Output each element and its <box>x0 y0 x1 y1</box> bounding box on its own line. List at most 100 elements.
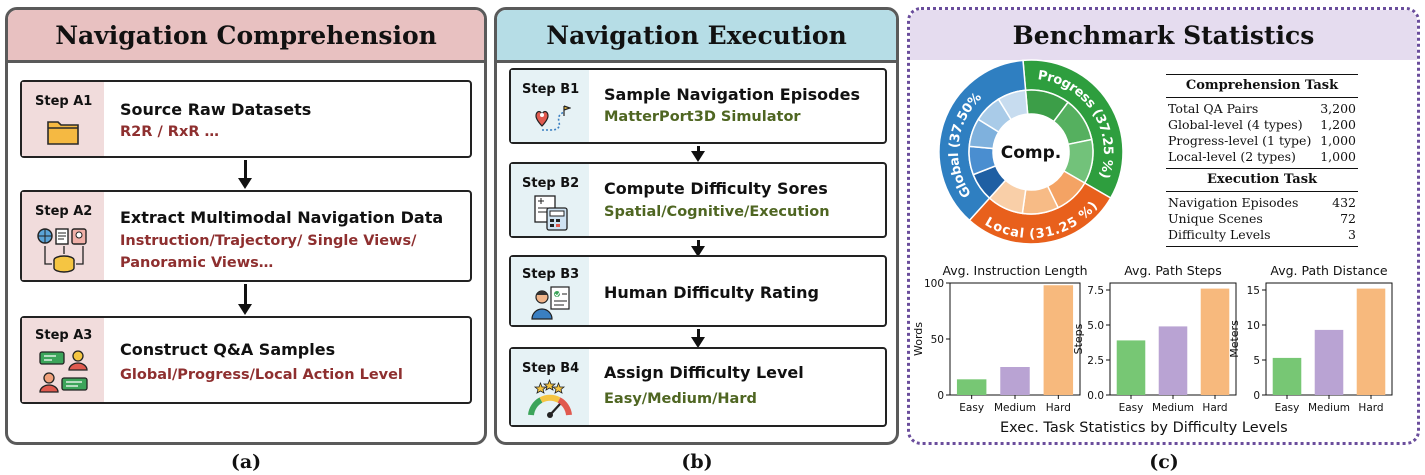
bar-chart-title: Avg. Instruction Length <box>942 263 1087 278</box>
y-tick-label: 0 <box>937 390 944 402</box>
calculator-icon <box>533 194 569 236</box>
y-tick-label: 5.0 <box>1087 320 1104 332</box>
gauge-stars-icon <box>527 378 573 423</box>
arrowhead-b1-b2 <box>691 151 705 162</box>
step-b2: Step B2 Compute Difficulty Sores Spatial… <box>509 162 887 238</box>
panel-navigation-comprehension: Navigation Comprehension Step A1 Source … <box>5 7 487 445</box>
step-b1: Step B1 Sample Navigation Episodes Matte… <box>509 68 887 144</box>
y-tick-label: 100 <box>924 278 944 290</box>
comprehension-header: Comprehension Task <box>1166 74 1358 98</box>
step-a3: Step A3 Construct Q&A Samples Global/Pro… <box>20 316 472 404</box>
bar <box>1272 357 1302 395</box>
x-tick-label: Easy <box>1119 402 1144 414</box>
y-tick-label: 10 <box>1247 320 1260 332</box>
step-a2-sub-line1: Instruction/Trajectory/ Single Views/ <box>120 233 417 249</box>
step-b4-title: Assign Difficulty Level <box>604 363 804 382</box>
step-a2: Step A2 Extract Multimodal Navigation Da… <box>20 190 472 282</box>
panel-b-title: Navigation Execution <box>497 10 896 63</box>
arrowhead-b3-b4 <box>691 337 705 348</box>
step-a1-title: Source Raw Datasets <box>120 100 312 119</box>
stat-name: Progress-level (1 type) <box>1168 133 1312 148</box>
y-axis-label: Meters <box>1228 320 1241 358</box>
stats-table-grid: Comprehension Task Total QA Pairs 3,200 G… <box>1166 74 1358 247</box>
donut-chart: Comp. Progress (37.25 %)Local (31.25 %)G… <box>936 57 1124 245</box>
y-tick-label: 50 <box>931 334 944 346</box>
bar <box>1000 367 1030 395</box>
bar-chart-title: Avg. Path Distance <box>1270 263 1387 278</box>
step-a2-label: Step A2 <box>35 204 93 219</box>
y-axis-label: Steps <box>1072 323 1085 354</box>
stat-name: Navigation Episodes <box>1168 195 1299 210</box>
bar <box>1200 288 1230 395</box>
y-tick-label: 0 <box>1253 390 1260 402</box>
step-a3-sub: Global/Progress/Local Action Level <box>120 367 403 383</box>
y-tick-label: 7.5 <box>1087 285 1104 297</box>
step-a1-label: Step A1 <box>35 94 93 109</box>
bar <box>1158 326 1188 395</box>
step-b2-title: Compute Difficulty Sores <box>604 179 828 198</box>
stat-name: Unique Scenes <box>1168 211 1263 226</box>
step-b1-label: Step B1 <box>522 82 580 97</box>
x-tick-label: Hard <box>1358 402 1383 414</box>
donut-inner-segment <box>997 89 1029 121</box>
stats-table: Comprehension Task Total QA Pairs 3,200 G… <box>1166 74 1358 247</box>
step-b2-label: Step B2 <box>522 176 580 191</box>
step-b1-sub: MatterPort3D Simulator <box>604 109 801 125</box>
stat-name: Local-level (2 types) <box>1168 149 1296 164</box>
qa-people-icon <box>38 348 90 402</box>
y-tick-label: 5 <box>1253 355 1260 367</box>
caption-b: (b) <box>681 451 713 473</box>
stat-value: 1,000 <box>1320 133 1356 148</box>
arrow-b3-b4 <box>697 329 700 339</box>
stat-value: 432 <box>1332 195 1356 210</box>
arrow-a2-a3 <box>244 284 247 306</box>
stat-name: Global-level (4 types) <box>1168 117 1303 132</box>
bar-chart-title: Avg. Path Steps <box>1124 263 1222 278</box>
y-axis-label: Words <box>912 322 925 356</box>
step-b4-label: Step B4 <box>522 361 580 376</box>
stat-value: 1,000 <box>1320 149 1356 164</box>
step-a3-title: Construct Q&A Samples <box>120 340 336 359</box>
stat-value: 72 <box>1340 211 1356 226</box>
caption-c: (c) <box>1149 451 1179 473</box>
bar <box>1116 340 1146 395</box>
arrowhead-a1-a2 <box>238 178 252 189</box>
bar <box>956 379 987 395</box>
panel-c-title: Benchmark Statistics <box>910 10 1417 60</box>
arrow-b2-b3 <box>697 240 700 248</box>
step-a2-title: Extract Multimodal Navigation Data <box>120 208 444 227</box>
route-pin-icon <box>531 102 572 140</box>
stat-name: Difficulty Levels <box>1166 227 1318 247</box>
panel-a-title: Navigation Comprehension <box>8 10 484 63</box>
person-rating-icon <box>531 285 571 325</box>
data-extraction-icon <box>36 226 92 278</box>
step-b3: Step B3 Human Difficulty Rating <box>509 255 887 327</box>
step-a3-label: Step A3 <box>35 328 93 343</box>
stat-value: 1,200 <box>1320 117 1356 132</box>
y-tick-label: 2.5 <box>1087 355 1104 367</box>
step-a1: Step A1 Source Raw Datasets R2R / RxR … <box>20 80 472 158</box>
x-tick-label: Hard <box>1202 402 1227 414</box>
stat-value: 3,200 <box>1320 101 1356 116</box>
y-tick-label: 0.0 <box>1087 390 1104 402</box>
arrow-b1-b2 <box>697 146 700 153</box>
caption-a: (a) <box>230 451 262 473</box>
step-a2-sub-line2: Panoramic Views… <box>120 255 274 271</box>
donut-center-label: Comp. <box>1001 143 1062 163</box>
bar <box>1356 288 1386 395</box>
x-tick-label: Medium <box>1152 402 1194 414</box>
bar <box>1314 329 1344 395</box>
step-b3-label: Step B3 <box>522 267 580 282</box>
stat-name: Total QA Pairs <box>1168 101 1259 116</box>
x-tick-label: Medium <box>994 402 1036 414</box>
panel-benchmark-statistics: Benchmark Statistics Comp. Progress (37.… <box>907 7 1420 445</box>
x-tick-label: Medium <box>1308 402 1350 414</box>
x-tick-label: Easy <box>959 402 984 414</box>
bar <box>1043 285 1074 395</box>
y-tick-label: 15 <box>1247 285 1260 297</box>
arrowhead-b2-b3 <box>691 246 705 257</box>
step-b3-title: Human Difficulty Rating <box>604 283 819 302</box>
